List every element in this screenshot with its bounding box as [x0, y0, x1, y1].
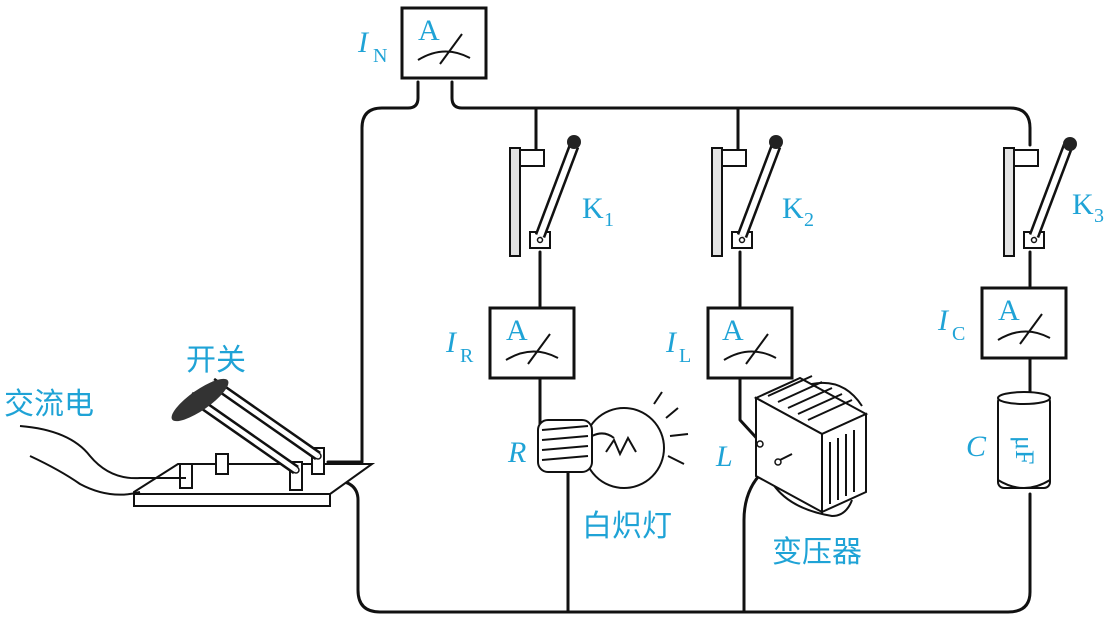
ac-source-cord: 交流电 [4, 387, 186, 496]
ammeter-r-symbol: A [506, 314, 528, 347]
ammeter-main-symbol: A [418, 14, 440, 47]
switch-k3-subscript: 3 [1094, 205, 1104, 227]
ammeter-main: A I N [357, 6, 488, 80]
svg-text:K: K [582, 192, 604, 225]
svg-text:K: K [782, 192, 804, 225]
ammeter-main-subscript: N [373, 45, 387, 67]
switch-k2-subscript: 2 [804, 209, 814, 231]
main-switch: 开关 [133, 343, 376, 507]
ammeter-l: A I L [665, 306, 794, 380]
switch-k1-letter: K [582, 192, 604, 225]
ammeter-c: A I C [937, 286, 1068, 360]
switch-k3: K 3 [1003, 137, 1104, 257]
incandescent-bulb: R 白炽灯 [507, 391, 689, 544]
transformer: L 变压器 [715, 375, 869, 570]
resistor-symbol: R [507, 436, 526, 469]
switch-k2: K 2 [711, 135, 814, 257]
capacitor: μF C [966, 391, 1051, 489]
svg-text:K: K [1072, 188, 1094, 221]
ammeter-c-subscript: C [952, 323, 965, 345]
svg-text:I: I [445, 326, 458, 359]
ammeter-c-label: I [937, 304, 950, 337]
ammeter-l-symbol: A [722, 314, 744, 347]
bulb-label: 白炽灯 [582, 509, 672, 544]
main-switch-label: 开关 [186, 343, 246, 378]
ammeter-r-label: I [445, 326, 458, 359]
ammeter-c-symbol: A [998, 294, 1020, 327]
switch-k2-letter: K [782, 192, 804, 225]
ammeter-r-subscript: R [460, 345, 474, 367]
switch-k3-letter: K [1072, 188, 1094, 221]
ac-source-label: 交流电 [4, 387, 94, 422]
transformer-label: 变压器 [772, 535, 862, 570]
svg-text:I: I [937, 304, 950, 337]
ammeter-r: A I R [445, 306, 576, 380]
wires [326, 80, 1032, 614]
svg-text:I: I [665, 326, 678, 359]
ammeter-main-label: I [357, 26, 370, 59]
switch-k1: K 1 [509, 135, 614, 257]
ammeter-l-subscript: L [679, 345, 691, 367]
switch-k1-subscript: 1 [604, 209, 614, 231]
inductor-symbol: L [715, 440, 733, 473]
capacitor-symbol: C [966, 430, 987, 463]
ammeter-l-label: I [665, 326, 678, 359]
capacitor-unit: μF [1010, 436, 1039, 464]
